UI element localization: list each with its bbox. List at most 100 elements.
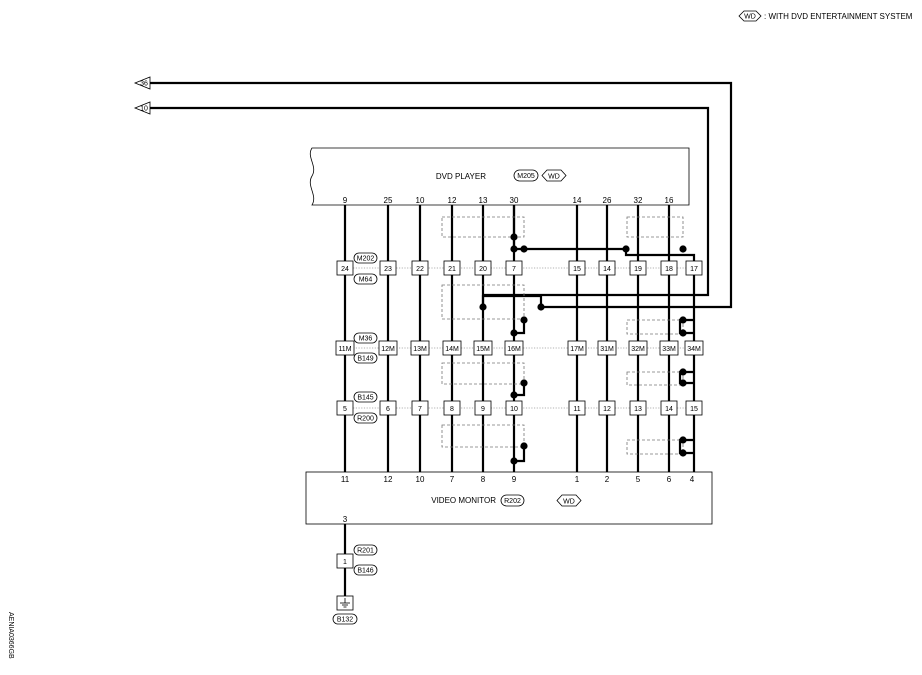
ground-conn-code-badge	[353, 564, 378, 576]
shield-box-8	[626, 439, 684, 455]
legend: WD : WITH DVD ENTERTAINMENT SYSTEM	[738, 10, 913, 22]
dvd-player-connector: M205	[517, 173, 535, 180]
dvd-player-option-badge	[541, 169, 567, 182]
splice-dots	[479, 233, 687, 465]
row2-code: M36	[359, 336, 373, 343]
row2-cell-label: 33M	[662, 346, 676, 353]
dvd-pin: 12	[448, 196, 457, 205]
ground-conn-code: B146	[357, 568, 373, 575]
row2-cell	[628, 340, 648, 356]
row1-cell-label: 15	[573, 266, 581, 273]
shield-box-4	[626, 319, 684, 335]
splice-dot	[520, 316, 528, 324]
row2-cell-label: 34M	[687, 346, 701, 353]
row1-code-badge	[353, 252, 378, 264]
row3-cell	[411, 400, 429, 416]
dvd-pin: 26	[603, 196, 612, 205]
row3-cell-label: 12	[603, 406, 611, 413]
splice-dot	[679, 245, 687, 253]
row2-cell-label: 11M	[338, 346, 351, 353]
arrow-connectors: 36 10	[133, 76, 151, 115]
video-monitor-unit: 11 12 10 7 8 9 1 2 5 6 4 VIDEO MONITOR R…	[305, 471, 713, 525]
row3-cell	[379, 400, 397, 416]
dvd-pin: 10	[416, 196, 425, 205]
row1-cell	[598, 260, 616, 276]
ground-conn-code-badge	[353, 544, 378, 556]
video-monitor-connector-badge	[500, 494, 525, 507]
row2-cell-label: 16M	[507, 346, 521, 353]
monitor-pin: 8	[481, 475, 486, 484]
splice-dot	[679, 316, 687, 324]
row1-cell-label: 14	[603, 266, 611, 273]
row3-cell-label: 13	[634, 406, 642, 413]
splice-dot	[510, 233, 518, 241]
drain-9	[678, 438, 694, 455]
splice-dot	[520, 442, 528, 450]
legend-symbol-box	[738, 10, 762, 22]
dvd-pin: 14	[573, 196, 582, 205]
row2-cell	[335, 340, 355, 356]
row2-cell	[504, 340, 524, 356]
row1-cell	[660, 260, 678, 276]
shield-box-5	[441, 362, 525, 385]
row1-cell-label: 19	[634, 266, 642, 273]
row1-cell-label: 24	[341, 266, 349, 273]
row3-code-badge	[353, 412, 378, 424]
monitor-ground-pin: 3	[343, 515, 348, 524]
ground-conn-cell	[336, 553, 354, 569]
row2-cell	[378, 340, 398, 356]
row3-code: R200	[357, 416, 374, 423]
dvd-player-pins: 9 25 10 12 13 30 14 26 32 16	[343, 196, 674, 205]
row2-cell-label: 13M	[413, 346, 427, 353]
row3-cell-label: 9	[481, 406, 485, 413]
dvd-pin: 25	[384, 196, 393, 205]
row3-cell	[568, 400, 586, 416]
row1-cell	[568, 260, 586, 276]
row2-code-badge	[353, 352, 378, 364]
row3-cell	[660, 400, 678, 416]
row3-cell-label: 8	[450, 406, 454, 413]
drain-5	[678, 318, 694, 335]
wire-to-arrow-36	[150, 81, 733, 309]
row3-cell-label: 14	[665, 406, 673, 413]
drain-1	[512, 205, 524, 251]
row3-cell-label: 15	[690, 406, 698, 413]
row1-cell-label: 7	[512, 266, 516, 273]
splice-dot	[679, 449, 687, 457]
arrow-36-label: 36	[140, 81, 148, 88]
dvd-player-connector-badge	[513, 169, 539, 182]
drain-2	[524, 247, 696, 262]
row2-cell-label: 15M	[476, 346, 490, 353]
monitor-pin: 10	[416, 475, 425, 484]
splice-dot	[679, 379, 687, 387]
dvd-pin: 30	[510, 196, 519, 205]
row1-cell-label: 23	[384, 266, 392, 273]
video-monitor-label: VIDEO MONITOR	[431, 496, 496, 505]
drain-7	[678, 370, 694, 385]
dvd-pin: 9	[343, 196, 348, 205]
row2-cell	[597, 340, 617, 356]
video-monitor-option-badge	[556, 494, 582, 507]
monitor-pin: 7	[450, 475, 455, 484]
legend-text: : WITH DVD ENTERTAINMENT SYSTEM	[764, 12, 913, 21]
ground-circuit: 1 R201 B146 B132	[332, 524, 378, 625]
dvd-pin: 13	[479, 196, 488, 205]
ground-icon	[340, 598, 350, 608]
row2-cell	[442, 340, 462, 356]
row1-cell	[505, 260, 523, 276]
row2-cell	[473, 340, 493, 356]
dvd-player-unit: DVD PLAYER M205 WD	[309, 147, 690, 206]
drain-3	[481, 294, 543, 308]
monitor-pin: 11	[341, 475, 350, 484]
splice-dot	[622, 245, 630, 253]
row1-cell-label: 18	[665, 266, 673, 273]
splice-dot	[510, 457, 518, 465]
row3-cell-label: 6	[386, 406, 390, 413]
row2-cell-label: 17M	[570, 346, 584, 353]
wire-to-arrow-10	[150, 106, 710, 297]
shield-box-3	[441, 284, 525, 320]
row3-cell	[685, 400, 703, 416]
ground-conn-cell-label: 1	[343, 559, 347, 566]
vertical-wires	[343, 205, 696, 472]
